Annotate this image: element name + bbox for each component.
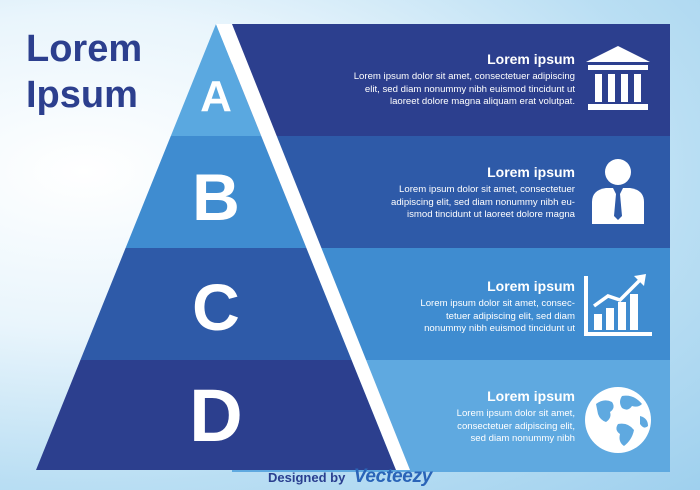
- pyramid-levels: [36, 24, 396, 470]
- pyramid-level-b: [36, 136, 396, 248]
- band-1-text: Lorem ipsum Lorem ipsum dolor sit amet, …: [354, 51, 575, 109]
- pyramid-level-a: [36, 24, 396, 136]
- pyramid-letter-a: A: [200, 72, 232, 121]
- pyramid-letter-b: B: [192, 160, 240, 234]
- band-4-body: Lorem ipsum dolor sit amet, consectetuer…: [456, 408, 575, 444]
- pyramid-letter-d: D: [189, 374, 243, 457]
- band-4-text: Lorem ipsum Lorem ipsum dolor sit amet, …: [457, 388, 575, 446]
- band-4-heading: Lorem ipsum: [487, 388, 575, 404]
- title-line-1: Lorem: [26, 28, 143, 70]
- pyramid-level-d: [36, 360, 396, 470]
- band-3-text: Lorem ipsum Lorem ipsum dolor sit amet, …: [420, 278, 575, 336]
- pyramid-edge-divider: [216, 24, 410, 470]
- title-line-2: Ipsum: [26, 74, 138, 116]
- band-2-body: Lorem ipsum dolor sit amet, consectetuer…: [391, 184, 575, 220]
- globe-icon: [582, 384, 654, 456]
- businessman-icon: [582, 154, 654, 226]
- band-3-body: Lorem ipsum dolor sit amet, consec- tetu…: [420, 298, 575, 334]
- band-2-text: Lorem ipsum Lorem ipsum dolor sit amet, …: [391, 164, 575, 222]
- bank-building-icon: [582, 42, 654, 114]
- band-1: Lorem ipsum Lorem ipsum dolor sit amet, …: [232, 24, 670, 136]
- pyramid-letter-c: C: [192, 270, 240, 344]
- band-2-heading: Lorem ipsum: [487, 164, 575, 180]
- credit-footer: Designed by Vecteezy: [0, 466, 700, 488]
- page-title: Lorem Ipsum: [26, 26, 142, 118]
- designed-by-label: Designed by: [268, 470, 346, 485]
- growth-chart-icon: [582, 268, 654, 340]
- brand-logo[interactable]: Vecteezy: [353, 466, 433, 487]
- band-1-heading: Lorem ipsum: [487, 51, 575, 67]
- band-1-body: Lorem ipsum dolor sit amet, consectetuer…: [353, 71, 575, 107]
- band-3-heading: Lorem ipsum: [487, 278, 575, 294]
